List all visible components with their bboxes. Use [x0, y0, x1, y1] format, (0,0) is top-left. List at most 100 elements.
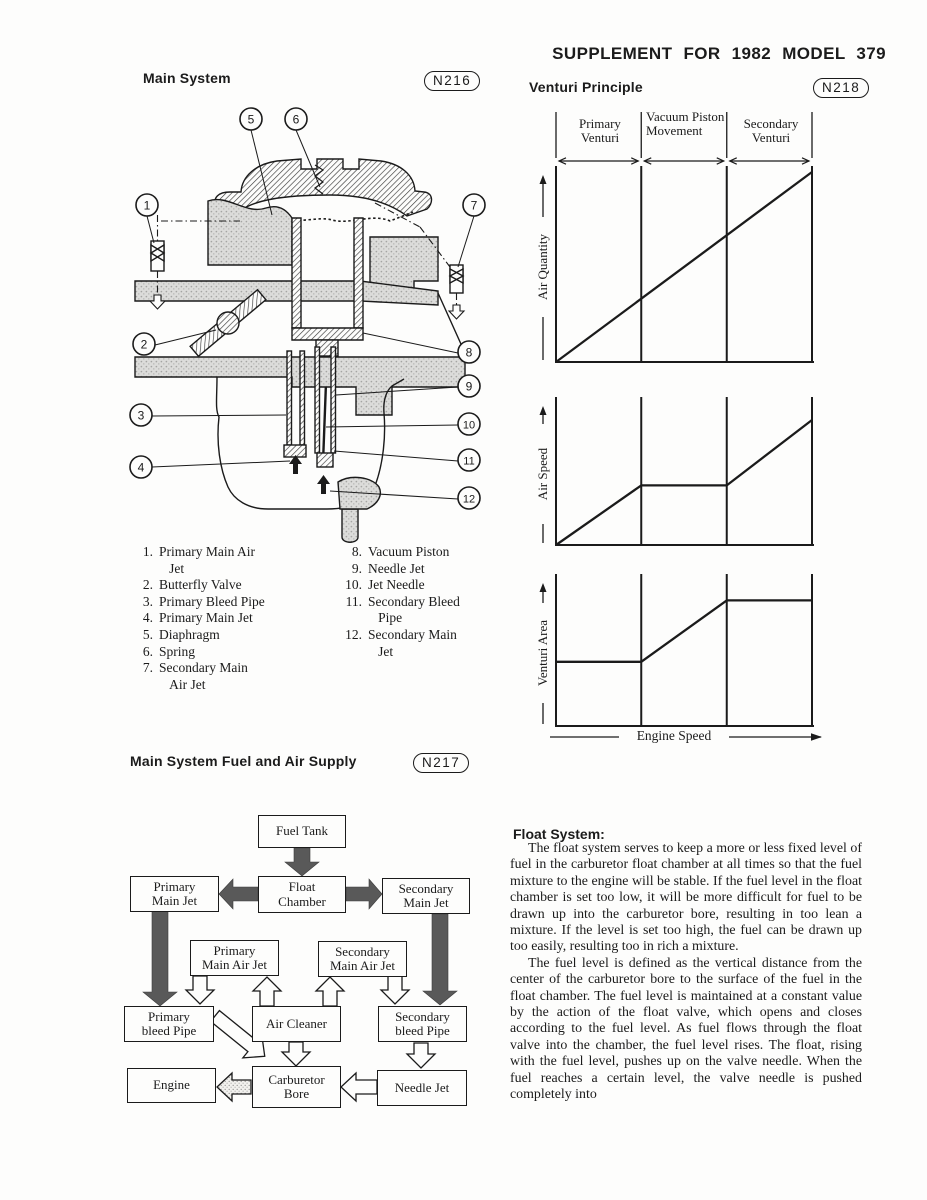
float-system-body: The float system serves to keep a more o… — [510, 841, 862, 1104]
flow-box-needle-jet: Needle Jet — [377, 1070, 467, 1106]
part-item: 2.Butterfly Valve — [142, 577, 242, 593]
part-item: 11.Secondary Bleed Pipe — [345, 593, 460, 626]
fuel-flow-arrow-secondary — [422, 913, 458, 1006]
chart-column-header-primary: Primary Venturi — [579, 116, 621, 145]
fuel-up-arrow-primary — [289, 455, 302, 474]
svg-text:6: 6 — [293, 113, 300, 127]
chart-column-header-secondary: Secondary Venturi — [743, 116, 799, 145]
flow-box-float-chamber: Float Chamber — [258, 876, 346, 913]
svg-text:12: 12 — [463, 494, 475, 506]
flow-box-primary-bleed-pipe: Primary bleed Pipe — [124, 1006, 214, 1042]
part-item: 10.Jet Needle — [345, 577, 425, 593]
part-item: 5.Diaphragm — [142, 626, 220, 642]
callout-8: 8 — [457, 340, 481, 364]
air-cleaner-to-bore-arrow — [280, 1041, 312, 1067]
x-axis-label-engine-speed: Engine Speed — [619, 728, 729, 746]
svg-text:9: 9 — [466, 380, 473, 394]
air-flow-arrow-down-primary — [184, 975, 216, 1005]
callout-2: 2 — [132, 332, 156, 356]
fuel-flow-arrow-left — [218, 878, 259, 910]
callout-10: 10 — [457, 412, 481, 436]
flow-box-primary-main-jet: Primary Main Jet — [130, 876, 219, 912]
float-system-paragraph-2: The fuel level is defined as the vertica… — [510, 955, 862, 1103]
callout-1: 1 — [135, 193, 159, 217]
callout-5: 5 — [239, 107, 263, 131]
part-item: 3.Primary Bleed Pipe — [142, 593, 265, 609]
flow-box-engine: Engine — [127, 1068, 216, 1103]
callout-11: 11 — [457, 448, 481, 472]
part-item: 6.Spring — [142, 643, 196, 659]
primary-jet-cluster — [283, 350, 307, 458]
svg-text:4: 4 — [138, 461, 145, 475]
part-item: 9.Needle Jet — [351, 560, 425, 576]
fuel-flow-arrow-primary — [142, 910, 178, 1007]
callout-3: 3 — [129, 403, 153, 427]
svg-text:2: 2 — [141, 338, 148, 352]
callout-7: 7 — [462, 193, 486, 217]
figure-ref-n216: N216 — [424, 71, 481, 91]
y-axis-label-air-quantity: Air Quantity — [534, 217, 552, 317]
diaphragm-cover — [214, 158, 433, 217]
y-axis-label-venturi-area: Venturi Area — [534, 603, 552, 703]
flow-box-air-cleaner: Air Cleaner — [252, 1006, 341, 1042]
air-flow-arrow-up-primary — [251, 976, 283, 1007]
callout-9: 9 — [457, 374, 481, 398]
chart-column-header-vacuum-piston: Vacuum Piston Movement — [646, 109, 725, 138]
part-item: 1.Primary Main Air Jet — [142, 544, 255, 576]
bleed-to-needle-jet-arrow — [405, 1042, 437, 1069]
svg-text:1: 1 — [144, 199, 151, 213]
needle-jet-to-bore-arrow — [340, 1071, 378, 1103]
float-system-heading: Float System: — [513, 826, 605, 842]
part-item: 8.Vacuum Piston — [351, 544, 450, 559]
flow-box-secondary-main-air-jet: Secondary Main Air Jet — [318, 941, 407, 977]
mixture-arrow-diagonal — [209, 1009, 266, 1059]
flow-diagram-arrows — [142, 847, 458, 1103]
svg-text:5: 5 — [248, 113, 255, 127]
figure-ref-n217: N217 — [413, 753, 470, 773]
float-system-paragraph-1: The float system serves to keep a more o… — [510, 841, 862, 955]
flow-box-secondary-main-jet: Secondary Main Jet — [382, 878, 470, 914]
callout-6: 6 — [284, 107, 308, 131]
callout-leader-lines — [146, 129, 475, 500]
bowl-drain-stub — [341, 508, 359, 543]
part-item: 7.Secondary Main Air Jet — [142, 660, 248, 692]
carburetor-cross-section-diagram: 1 2 3 4 5 6 7 8 9 10 11 12 — [129, 107, 486, 543]
callouts: 1 2 3 4 5 6 7 8 9 10 11 12 — [129, 107, 486, 510]
venturi-charts — [539, 112, 822, 741]
callout-12: 12 — [457, 486, 481, 510]
fuel-flow-arrow-down — [284, 847, 320, 877]
venturi-principle-title: Venturi Principle — [529, 79, 643, 95]
secondary-air-passage — [374, 202, 466, 320]
spring-part — [314, 164, 325, 195]
part-item: 12.Secondary Main Jet — [345, 626, 457, 659]
float-bowl-outline — [215, 376, 405, 510]
primary-air-passage — [148, 215, 240, 310]
svg-text:3: 3 — [138, 409, 145, 423]
fuel-air-supply-title: Main System Fuel and Air Supply — [130, 753, 357, 769]
bore-to-engine-arrow — [216, 1071, 252, 1103]
vacuum-piston-part — [291, 217, 364, 357]
flow-box-carburetor-bore: Carburetor Bore — [252, 1066, 341, 1108]
main-system-title: Main System — [143, 70, 231, 86]
svg-text:7: 7 — [471, 199, 478, 213]
svg-text:11: 11 — [463, 456, 474, 468]
page-title: SUPPLEMENT FOR 1982 MODEL 379 — [552, 44, 886, 63]
parts-list-left: 1.Primary Main Air Jet 2.Butterfly Valve… — [131, 544, 321, 693]
fuel-flow-arrow-right — [345, 878, 383, 910]
svg-text:10: 10 — [463, 420, 475, 432]
air-flow-arrow-down-secondary — [379, 975, 411, 1005]
callout-4: 4 — [129, 455, 153, 479]
parts-list-right: 8.Vacuum Piston 9.Needle Jet 10.Jet Need… — [340, 544, 490, 660]
flow-box-primary-main-air-jet: Primary Main Air Jet — [190, 940, 279, 976]
part-item: 4.Primary Main Jet — [142, 610, 253, 626]
flow-box-secondary-bleed-pipe: Secondary bleed Pipe — [378, 1006, 467, 1042]
svg-text:8: 8 — [466, 346, 473, 360]
flow-box-fuel-tank: Fuel Tank — [258, 815, 346, 848]
air-flow-arrow-up-secondary — [314, 976, 346, 1007]
figure-ref-n218: N218 — [813, 78, 870, 98]
fuel-up-arrow-secondary — [317, 475, 330, 494]
butterfly-valve-part — [189, 288, 267, 358]
body-block-left — [207, 198, 293, 266]
y-axis-label-air-speed: Air Speed — [534, 424, 552, 524]
